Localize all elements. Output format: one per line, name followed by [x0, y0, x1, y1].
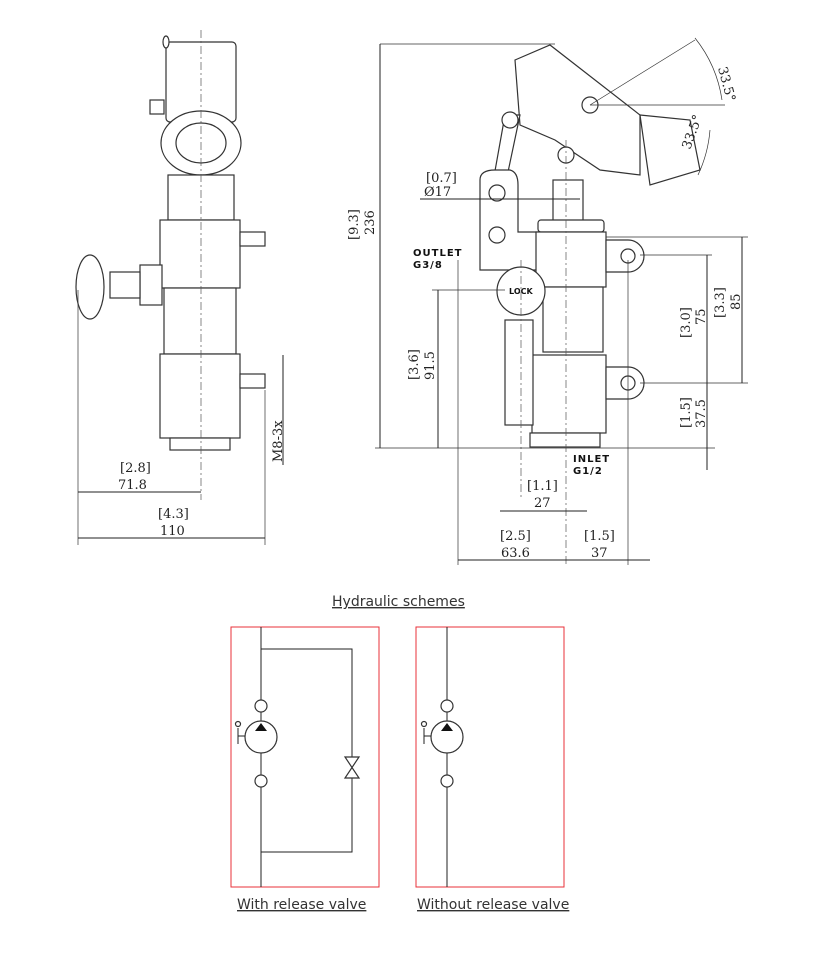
- with-valve-caption: With release valve: [237, 897, 366, 913]
- check-valve-lower: [254, 774, 268, 788]
- without-valve-caption: Without release valve: [417, 897, 569, 913]
- dim-37-mm: 37: [591, 546, 608, 561]
- dim-110-mm: 110: [160, 524, 185, 539]
- dim-m8-thread: M8-3x: [271, 420, 286, 462]
- dim-71-8-mm: 71.8: [118, 478, 147, 493]
- side-view: [2.8] 71.8 [4.3] 110 M8-3x: [75, 30, 286, 545]
- dim-236-in: [9.3]: [347, 209, 362, 240]
- dim-17-in: [0.7]: [426, 171, 457, 186]
- release-knob: [75, 254, 105, 320]
- scheme-with-release-valve: [230, 626, 380, 888]
- dim-91-5-mm: 91.5: [423, 351, 438, 380]
- lever-head: [514, 44, 641, 176]
- dim-75-in: [3.0]: [679, 307, 694, 338]
- dim-17-mm: Ø17: [424, 185, 451, 200]
- inlet-thread: G1/2: [573, 466, 603, 477]
- check-valve-upper: [440, 699, 454, 713]
- valve-stem: [139, 264, 163, 306]
- pump-symbol: [244, 720, 278, 754]
- check-valve-lower: [440, 774, 454, 788]
- dim-37-5-mm: 37.5: [694, 399, 709, 428]
- dim-71-8-in: [2.8]: [120, 461, 151, 476]
- scheme-without-release-valve: [415, 626, 565, 888]
- front-view: 33.5° 33.5° LOCK [9.3] 236 [0.7] Ø17 OUT…: [347, 37, 748, 565]
- lower-body: [159, 353, 241, 439]
- check-valve-upper: [254, 699, 268, 713]
- dim-236-mm: 236: [363, 210, 378, 235]
- lock-label: LOCK: [509, 287, 533, 296]
- dim-85-mm: 85: [729, 293, 744, 310]
- boundary: [230, 626, 380, 888]
- dim-37-5-in: [1.5]: [679, 397, 694, 428]
- dim-27-mm: 27: [534, 496, 551, 511]
- dim-63-6-in: [2.5]: [500, 529, 531, 544]
- pump-head: [535, 231, 607, 288]
- release-valve-symbol: [343, 756, 361, 779]
- bracket: [479, 169, 541, 271]
- outlet-label: OUTLET: [413, 248, 462, 259]
- boundary: [415, 626, 565, 888]
- dim-37-in: [1.5]: [584, 529, 615, 544]
- bolt-head: [149, 99, 165, 115]
- plunger: [552, 179, 584, 223]
- pump-base: [531, 354, 607, 434]
- outlet-port: [504, 319, 534, 426]
- outlet-thread: G3/8: [413, 260, 443, 271]
- dim-75-mm: 75: [694, 308, 709, 325]
- dim-85-in: [3.3]: [713, 287, 728, 318]
- inlet-label: INLET: [573, 454, 610, 465]
- dim-91-5-in: [3.6]: [407, 349, 422, 380]
- dim-27-in: [1.1]: [527, 479, 558, 494]
- schemes-title: Hydraulic schemes: [332, 594, 465, 610]
- pump-symbol: [430, 720, 464, 754]
- dim-angle-1: 33.5°: [714, 65, 738, 103]
- upper-body: [159, 219, 241, 289]
- dim-63-6-mm: 63.6: [501, 546, 530, 561]
- dim-110-in: [4.3]: [158, 507, 189, 522]
- middle-body: [163, 287, 237, 355]
